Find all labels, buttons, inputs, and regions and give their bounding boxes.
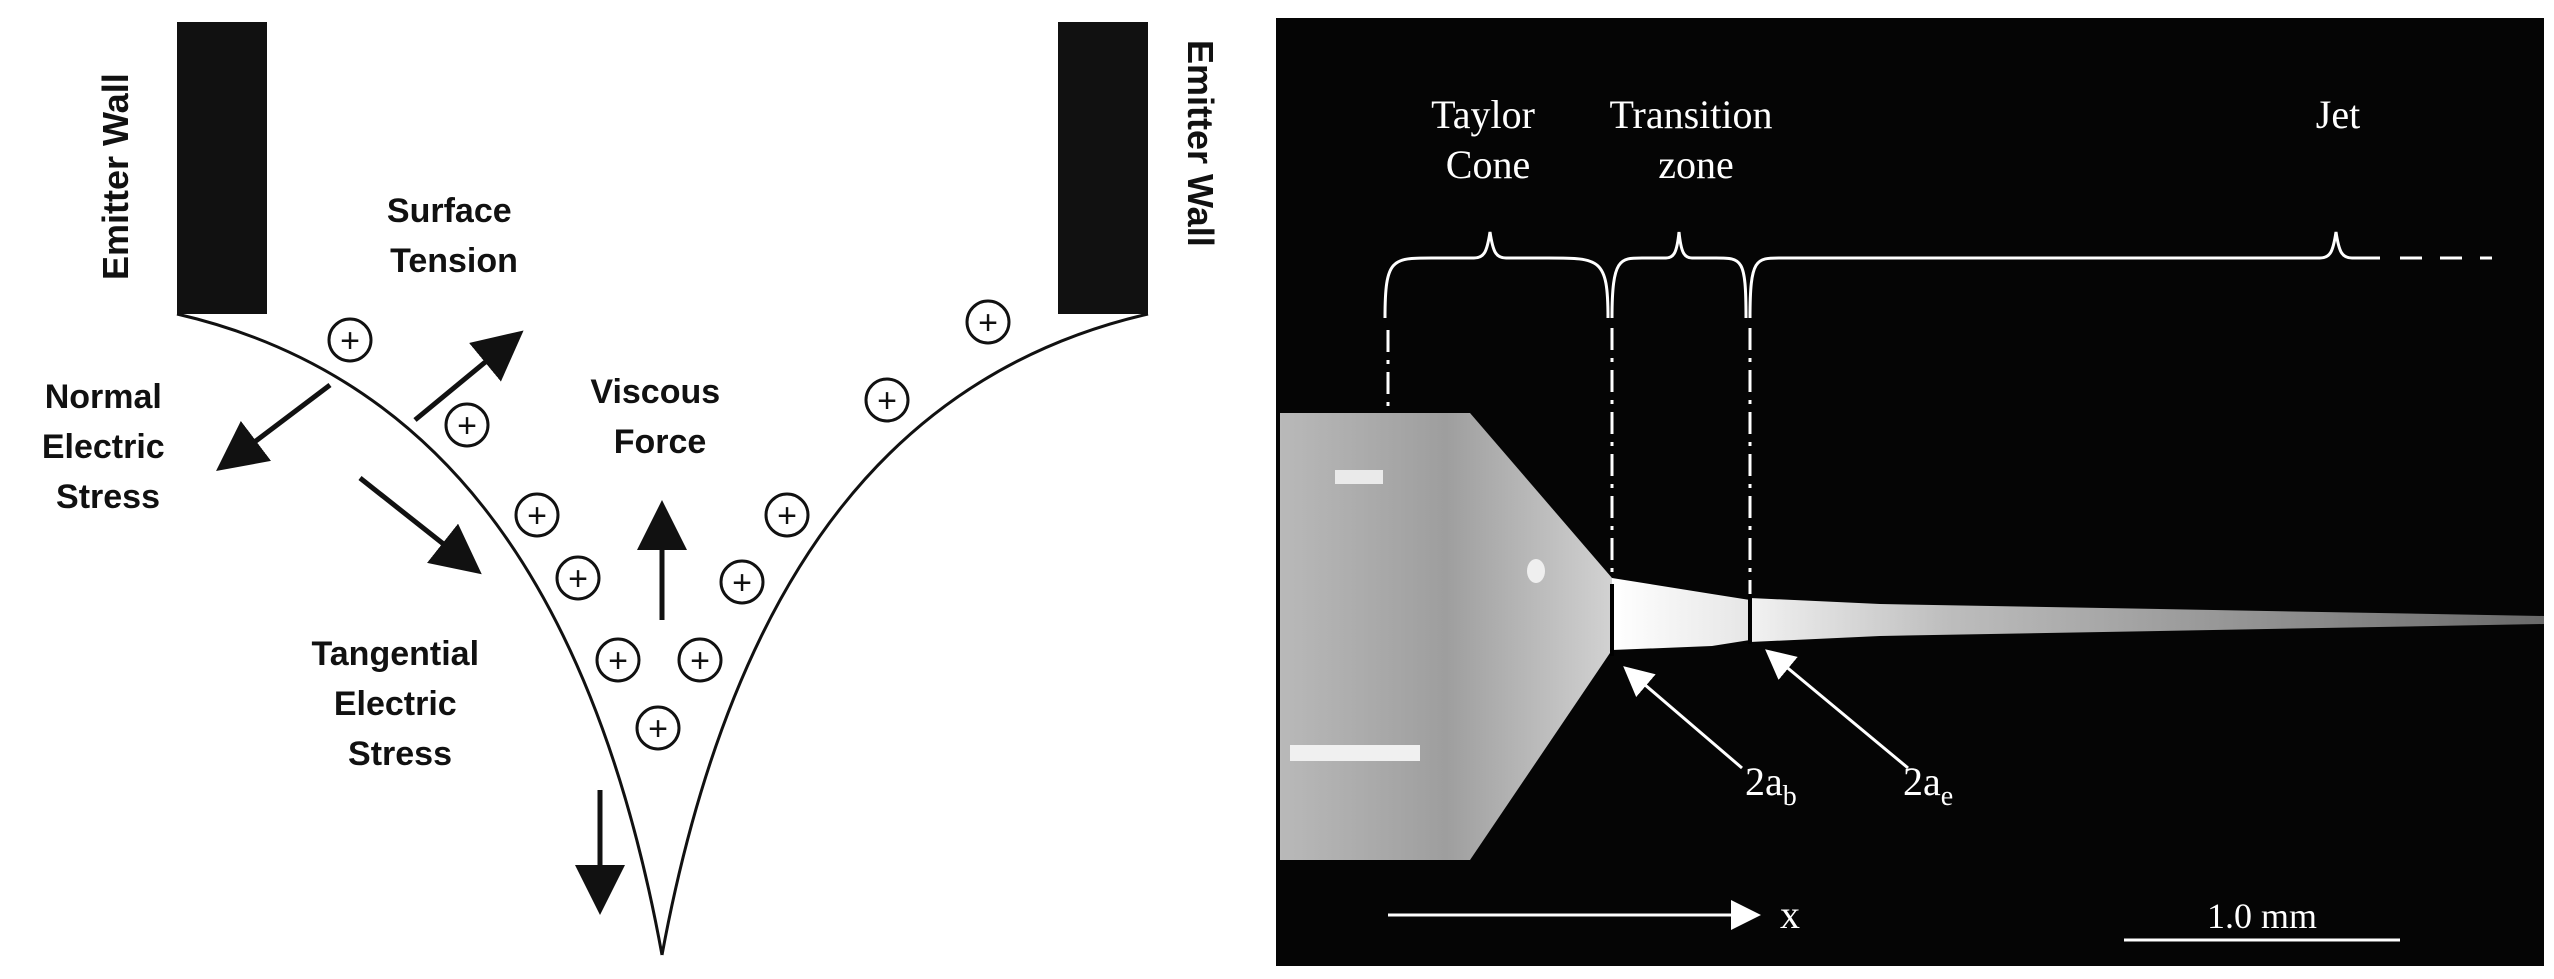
- charge-symbol: +: [648, 710, 668, 748]
- transition-zone-label: Transition zone: [1609, 92, 1782, 187]
- viscous-force-label: Viscous Force: [590, 373, 729, 461]
- charge-6: +: [677, 637, 723, 683]
- charge-10: +: [864, 377, 910, 423]
- charge-symbol: +: [777, 497, 797, 535]
- charge-circle: [635, 705, 681, 751]
- charge-symbol: +: [690, 642, 710, 680]
- diameter-base-label: 2ab: [1745, 759, 1797, 812]
- needle-reflection-bottom: [1290, 745, 1420, 761]
- emitter-wall-left: [177, 22, 267, 314]
- charge-circle: [444, 402, 490, 448]
- x-axis-label: x: [1780, 892, 1800, 937]
- diameter-end-label: 2ae: [1903, 759, 1953, 812]
- diameter-base-arrow: [1623, 666, 1743, 770]
- diameter-end-arrow: [1765, 649, 1909, 770]
- charge-circle: [719, 559, 765, 605]
- needle-highlight: [1527, 559, 1545, 583]
- charge-symbol: +: [732, 564, 752, 602]
- transition-zone-body: [1612, 578, 1750, 650]
- needle-reflection-top: [1335, 470, 1383, 484]
- brace-taylor-cone: [1383, 231, 1610, 319]
- charge-symbol: +: [527, 497, 547, 535]
- charge-group: + + + + + + + + + + +: [327, 299, 1011, 751]
- jet-body: [1750, 598, 2544, 642]
- charge-symbol: +: [608, 642, 628, 680]
- charge-circle: [864, 377, 910, 423]
- scale-bar-label: 1.0 mm: [2207, 896, 2317, 936]
- normal-stress-arrow: [216, 383, 332, 472]
- emitter-wall-right: [1058, 22, 1148, 314]
- charge-symbol: +: [340, 322, 360, 360]
- charge-9: +: [764, 492, 810, 538]
- charge-3: +: [514, 492, 560, 538]
- right-panel: Taylor Cone Transition zone Jet 2ab 2ae …: [1276, 18, 2544, 966]
- tangential-stress-arrow: [358, 476, 482, 575]
- charge-8: +: [719, 559, 765, 605]
- tangential-electric-stress-label: Tangential Electric Stress: [312, 635, 489, 773]
- meniscus-right-edge: [660, 312, 1149, 956]
- emitter-wall-right-label: Emitter Wall: [1180, 40, 1221, 247]
- charge-5: +: [595, 637, 641, 683]
- charge-circle: [677, 637, 723, 683]
- normal-electric-stress-label: Normal Electric Stress: [42, 378, 174, 516]
- charge-symbol: +: [978, 304, 998, 342]
- charge-circle: [514, 492, 560, 538]
- charge-7: +: [635, 705, 681, 751]
- charge-circle: [764, 492, 810, 538]
- left-panel: Emitter Wall Emitter Wall Surface Tensio…: [42, 22, 1221, 956]
- charge-2: +: [444, 402, 490, 448]
- charge-symbol: +: [877, 382, 897, 420]
- jet-label: Jet: [2316, 92, 2360, 137]
- meniscus-left-edge: [176, 312, 664, 956]
- emitter-wall-left-label: Emitter Wall: [95, 73, 136, 280]
- brace-transition-zone: [1610, 231, 1748, 319]
- charge-circle: [965, 299, 1011, 345]
- surface-tension-label: Surface Tension: [387, 192, 521, 280]
- charge-1: +: [327, 317, 373, 363]
- charge-circle: [595, 637, 641, 683]
- taylor-cone-label: Taylor Cone: [1431, 92, 1545, 187]
- charge-circle: [555, 555, 601, 601]
- charge-11: +: [965, 299, 1011, 345]
- charge-symbol: +: [457, 407, 477, 445]
- charge-circle: [327, 317, 373, 363]
- charge-symbol: +: [568, 560, 588, 598]
- surface-tension-arrow: [413, 330, 524, 422]
- brace-jet: [1748, 231, 2380, 319]
- charge-4: +: [555, 555, 601, 601]
